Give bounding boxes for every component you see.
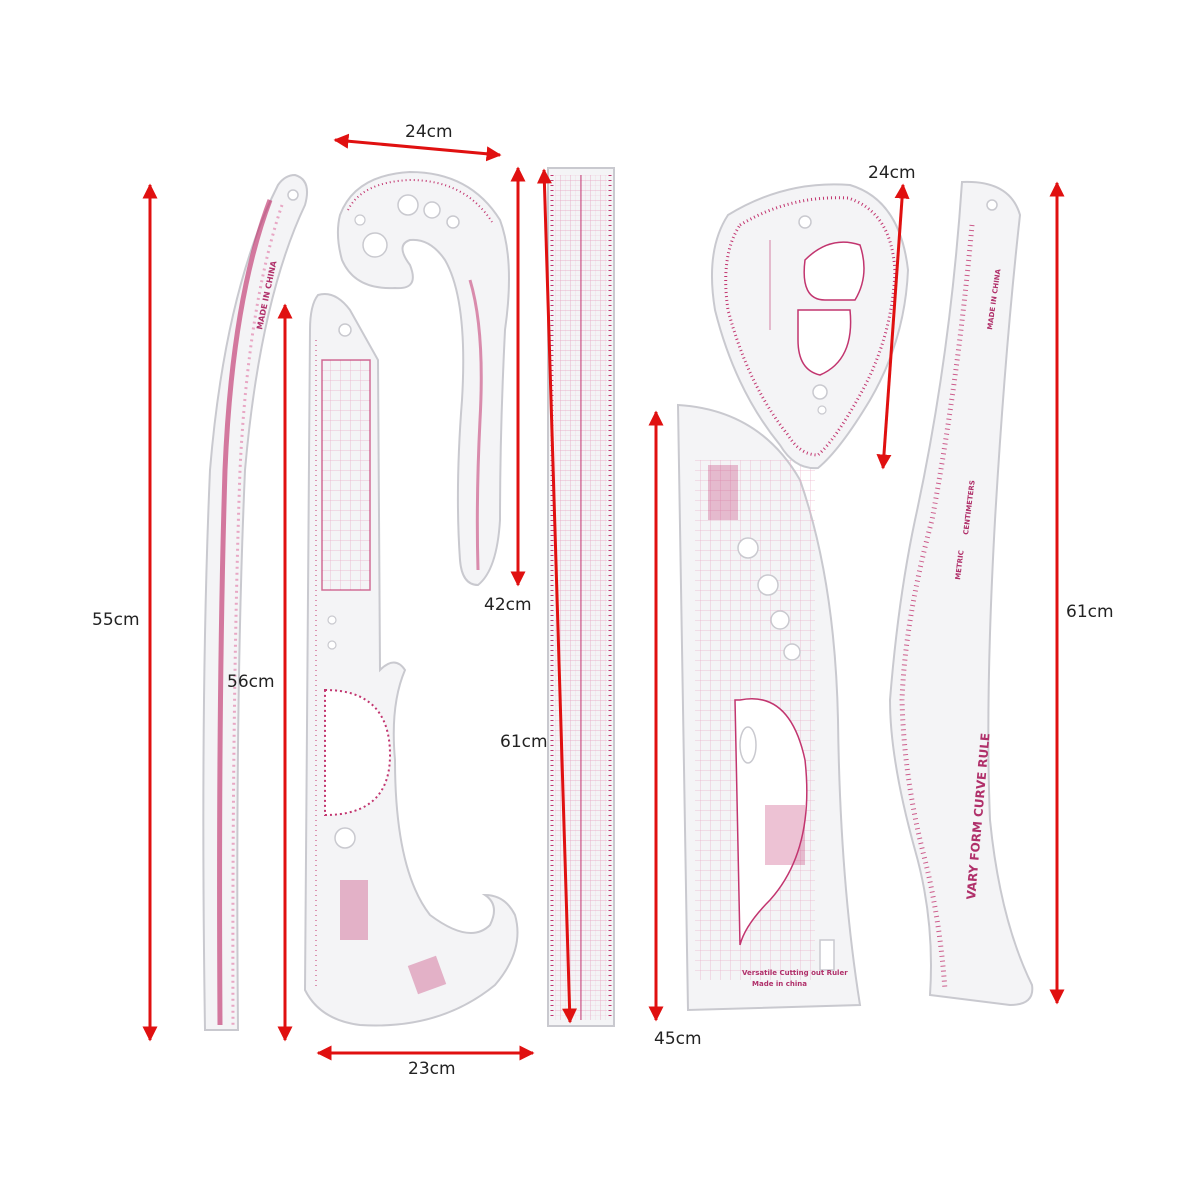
straight-ruler-height-label: 61cm: [500, 732, 548, 752]
french-curve-ruler: [336, 170, 510, 587]
dimension-labels: 55cm 56cm 23cm 24cm 42cm 61cm 45cm 24cm …: [92, 122, 1114, 1079]
armhole-made-in: Made in china: [752, 980, 807, 988]
vary-form-metric: METRIC: [954, 550, 966, 580]
armhole-curve-height-label: 45cm: [654, 1029, 702, 1049]
long-curve-height-label: 55cm: [92, 610, 140, 630]
teardrop-curve-ruler: [711, 183, 910, 470]
hip-curve-width-label: 23cm: [408, 1059, 456, 1079]
french-curve-width-label: 24cm: [405, 122, 453, 142]
arrow-straight-ruler: [536, 168, 578, 1024]
arrow-teardrop: [876, 183, 910, 470]
french-curve-height-label: 42cm: [484, 595, 532, 615]
vary-form-curve-ruler: VARY FORM CURVE RULE METRIC CENTIMETERS …: [888, 180, 1034, 1007]
teardrop-height-label: 24cm: [868, 163, 916, 183]
vary-form-height-label: 61cm: [1066, 602, 1114, 622]
long-curve-ruler: MADE IN CHINA: [202, 173, 308, 1031]
armhole-curve-ruler: Versatile Cutting out Ruler Made in chin…: [676, 403, 862, 1012]
dimension-arrows: [142, 133, 1065, 1061]
armhole-caption: Versatile Cutting out Ruler: [742, 969, 848, 977]
hip-curve-ruler: [303, 293, 519, 1027]
arrow-french-curve-width: [333, 133, 502, 162]
hip-curve-height-label: 56cm: [227, 672, 275, 692]
